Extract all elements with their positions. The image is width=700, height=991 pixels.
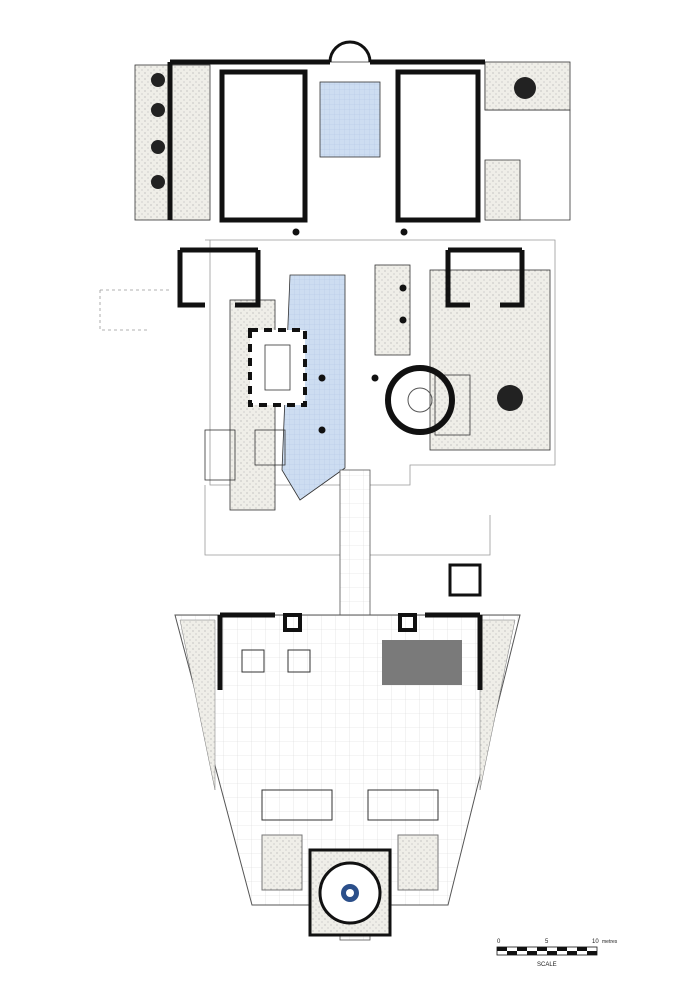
lower-pavilion bbox=[174, 612, 521, 937]
scale-unit: metres bbox=[602, 939, 618, 945]
columns bbox=[292, 228, 408, 434]
scale-tick-5: 5 bbox=[545, 939, 549, 945]
trees bbox=[151, 73, 536, 411]
scale-tick-0: 0 bbox=[497, 939, 501, 945]
upper-pool bbox=[319, 81, 381, 158]
scale-tick-10: 10 bbox=[592, 939, 599, 945]
solid-block bbox=[382, 640, 462, 685]
scale-title: SCALE bbox=[537, 962, 557, 968]
spiral-stair bbox=[385, 365, 455, 435]
scale-bar: 0 5 10 metres SCALE bbox=[496, 939, 618, 968]
thick-walls bbox=[167, 40, 525, 308]
